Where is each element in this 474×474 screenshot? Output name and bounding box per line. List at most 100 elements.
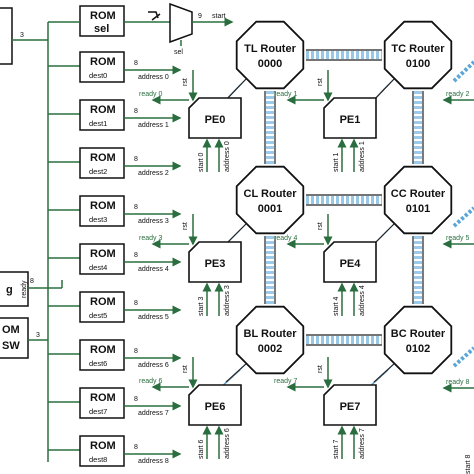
edge-ready-label: ready 5 xyxy=(446,235,469,242)
pe-link-wire xyxy=(373,76,397,101)
pe-start-label: start 7 xyxy=(333,439,340,459)
pe-ready-label: ready 1 xyxy=(274,91,297,98)
left-bus xyxy=(12,22,63,462)
router-code: 0101 xyxy=(406,203,430,215)
rom-dest-title: ROM xyxy=(90,56,116,68)
rom-dest-title: ROM xyxy=(90,440,116,452)
rom-dest-sub: dest8 xyxy=(89,455,107,464)
rom-dest-bits: 8 xyxy=(134,396,138,403)
router-octagon xyxy=(235,165,305,235)
left-partial-om-label: OM xyxy=(2,324,20,336)
pe-name: PE0 xyxy=(205,114,226,126)
rom-dest-bits: 8 xyxy=(134,300,138,307)
router-name: TL Router xyxy=(244,43,296,55)
router-code: 0100 xyxy=(406,58,430,70)
rom-dest-title: ROM xyxy=(90,152,116,164)
rom-dest-signal: address 4 xyxy=(138,266,169,273)
rom-dest-box xyxy=(79,291,125,323)
pe-box xyxy=(188,241,242,283)
rom-dest-box xyxy=(79,147,125,179)
edge-start-label: start 8 xyxy=(465,454,472,474)
mux-out-bits: 9 xyxy=(198,13,202,20)
rom-dest-box xyxy=(79,51,125,83)
rom-dest-signal: address 2 xyxy=(138,170,169,177)
router-name: BC Router xyxy=(391,328,446,340)
router-code: 0001 xyxy=(258,203,282,215)
pe-link-wire xyxy=(452,346,474,368)
pe-start-label: start 4 xyxy=(333,296,340,316)
pe-link-wire xyxy=(225,76,249,101)
rom-dest-box xyxy=(79,339,125,371)
rom-dest-sub: dest3 xyxy=(89,215,107,224)
pe-rst-label: rst xyxy=(317,78,324,86)
pe-box xyxy=(323,241,377,283)
pe-ready-label: ready 4 xyxy=(274,235,297,242)
pe-name: PE3 xyxy=(205,258,226,270)
pe-address-label: address 1 xyxy=(359,141,366,172)
pe-start-label: start 0 xyxy=(198,152,205,172)
edge-ready-label: ready 8 xyxy=(446,379,469,386)
rom-dest-sub: dest7 xyxy=(89,407,107,416)
router-code: 0002 xyxy=(258,343,282,355)
router-name: BL Router xyxy=(244,328,298,340)
pe-link-wire xyxy=(225,221,249,245)
rom-dest-box xyxy=(79,243,125,275)
rom-dest-bits: 8 xyxy=(134,348,138,355)
left-partial-box-om xyxy=(0,317,29,359)
pe-rst-label: rst xyxy=(317,365,324,373)
router-octagon xyxy=(383,165,453,235)
router-name: TC Router xyxy=(391,43,445,55)
rom-dest-bits: 8 xyxy=(134,108,138,115)
pe-address-label: address 7 xyxy=(359,428,366,459)
pe-link-wire xyxy=(452,206,474,228)
router-name: CL Router xyxy=(244,188,298,200)
pe-ready-label: ready 3 xyxy=(139,235,162,242)
pe-link-wire xyxy=(373,361,397,383)
edge-ready-label: ready 2 xyxy=(446,91,469,98)
rom-dest-box xyxy=(79,387,125,419)
pe-link-wire xyxy=(225,361,249,383)
left-partial-g-label: g xyxy=(6,284,13,296)
mux-icon xyxy=(148,11,161,21)
rom-sel-title: ROM xyxy=(90,10,116,22)
rom-dest-title: ROM xyxy=(90,392,116,404)
pe-box xyxy=(188,97,242,139)
rom-dest-signal: address 5 xyxy=(138,314,169,321)
rom-dest-signal: address 8 xyxy=(138,458,169,465)
pe-rst-label: rst xyxy=(182,78,189,86)
mux-shape xyxy=(169,2,193,44)
pe-link-wire xyxy=(452,60,474,83)
left-partial-box-g xyxy=(0,271,29,307)
rom-dest-bits: 8 xyxy=(134,444,138,451)
rom-dest-sub: dest5 xyxy=(89,311,107,320)
rom-dest-signal: address 6 xyxy=(138,362,169,369)
pe-box xyxy=(323,384,377,426)
rom-dest-sub: dest6 xyxy=(89,359,107,368)
rom-dest-title: ROM xyxy=(90,104,116,116)
pe-name: PE1 xyxy=(340,114,361,126)
rom-dest-bits: 8 xyxy=(134,156,138,163)
rom-dest-sub: dest4 xyxy=(89,263,107,272)
rom-dest-sub: dest1 xyxy=(89,119,107,128)
pe-ready-label: ready 6 xyxy=(139,378,162,385)
rom-dest-signal: address 7 xyxy=(138,410,169,417)
pe-name: PE6 xyxy=(205,401,226,413)
rom-dest-bits: 8 xyxy=(134,60,138,67)
pe-name: PE7 xyxy=(340,401,361,413)
pe-rst-label: rst xyxy=(317,222,324,230)
left-partial-box-top xyxy=(0,7,13,65)
pe-address-label: address 6 xyxy=(224,428,231,459)
rom-dest-signal: address 0 xyxy=(138,74,169,81)
rom-dest-signal: address 1 xyxy=(138,122,169,129)
pe-start-label: start 1 xyxy=(333,152,340,172)
left-partial-sw-label: SW xyxy=(2,340,20,352)
router-code: 0102 xyxy=(406,343,430,355)
pe-ready-label: ready 7 xyxy=(274,378,297,385)
pe-address-label: address 0 xyxy=(224,141,231,172)
router-octagon xyxy=(235,20,305,90)
rom-dest-title: ROM xyxy=(90,296,116,308)
